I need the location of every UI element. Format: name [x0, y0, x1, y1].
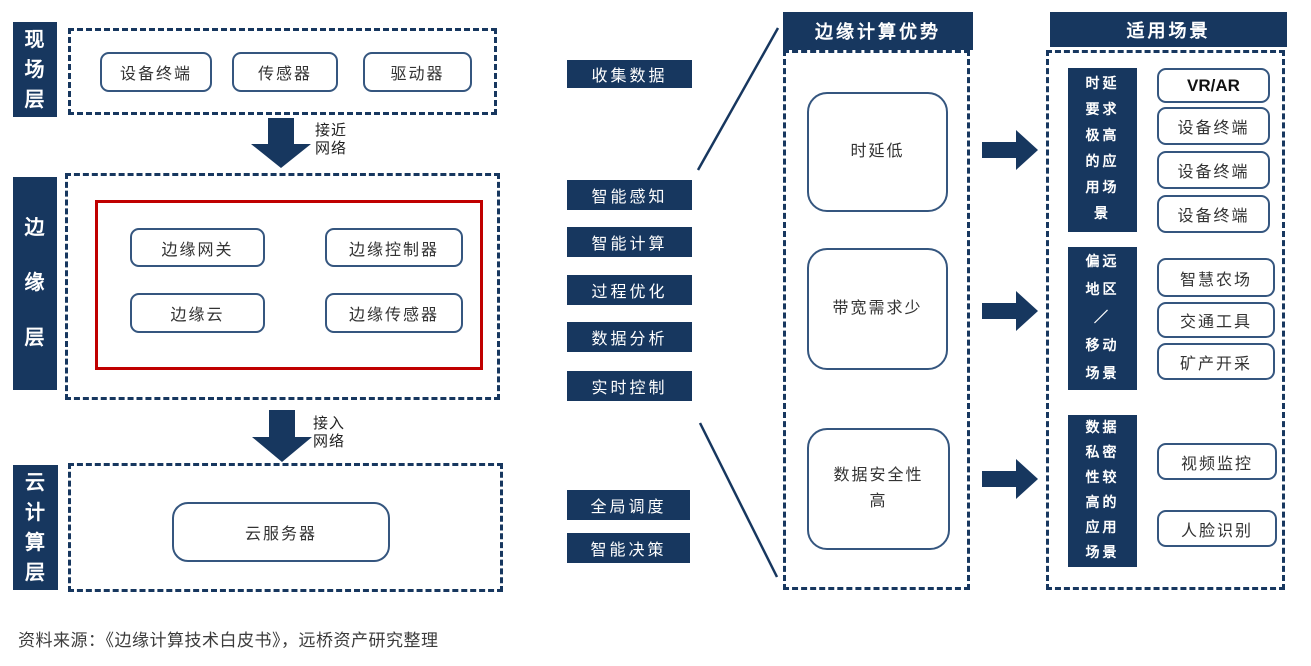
scenario-group-privacy-label: 数据 私密 性较 高的 应用 场景: [1068, 415, 1137, 567]
mining-box: 矿产开采: [1157, 343, 1275, 380]
smart-farm-box: 智慧农场: [1157, 258, 1275, 297]
fn-realtime-control: 实时控制: [567, 371, 692, 401]
right-arrow-icon-2: [982, 291, 1038, 331]
fn-global-scheduling: 全局调度: [567, 490, 690, 520]
device-terminal-scenario-box-1: 设备终端: [1157, 107, 1270, 145]
access-network-label: 接入 网络: [313, 416, 346, 450]
right-arrow-icon-3: [982, 459, 1038, 499]
advantage-low-latency: 时延低: [807, 92, 948, 212]
fn-smart-computing: 智能计算: [567, 227, 692, 257]
scenario-group-latency-label: 时延 要求 极高 的应 用场 景: [1068, 68, 1137, 232]
connector-line-bottom: [698, 422, 779, 578]
vr-ar-box: VR/AR: [1157, 68, 1270, 103]
edge-layer-label: 边 缘 层: [13, 177, 57, 390]
cloud-server-box: 云服务器: [172, 502, 390, 562]
fn-smart-sensing: 智能感知: [567, 180, 692, 210]
field-layer-label: 现 场 层: [13, 22, 57, 117]
cloud-layer-label: 云 计 算 层: [13, 465, 58, 590]
scenarios-box: [1046, 50, 1285, 590]
fn-process-optimization: 过程优化: [567, 275, 692, 305]
device-terminal-scenario-box-3: 设备终端: [1157, 195, 1270, 233]
near-network-label: 接近 网络: [315, 123, 348, 157]
field-layer-box: [68, 28, 497, 115]
cloud-layer-box: [68, 463, 503, 592]
device-terminal-box: 设备终端: [100, 52, 212, 92]
edge-layer-box: [65, 173, 500, 400]
right-arrow-icon-1: [982, 130, 1038, 170]
sensor-box: 传感器: [232, 52, 338, 92]
fn-collect-data: 收集数据: [567, 60, 692, 88]
edge-gateway-box: 边缘网关: [130, 228, 265, 267]
video-surveillance-box: 视频监控: [1157, 443, 1277, 480]
advantage-low-bandwidth: 带宽需求少: [807, 248, 948, 370]
advantage-data-security: 数据安全性 高: [807, 428, 950, 550]
source-note: 资料来源：《边缘计算技术白皮书》，远桥资产研究整理: [18, 631, 439, 650]
advantages-box: [783, 50, 970, 590]
scenario-group-remote-label: 偏远 地区 ／ 移动 场景: [1068, 247, 1137, 390]
edge-sensor-box: 边缘传感器: [325, 293, 463, 333]
advantages-header: 边缘计算优势: [783, 12, 973, 50]
transport-box: 交通工具: [1157, 302, 1275, 338]
fn-data-analysis: 数据分析: [567, 322, 692, 352]
driver-box: 驱动器: [363, 52, 472, 92]
near-network-arrow-icon: [251, 118, 311, 168]
edge-cloud-box: 边缘云: [130, 293, 265, 333]
face-recognition-box: 人脸识别: [1157, 510, 1277, 547]
fn-smart-decision: 智能决策: [567, 533, 690, 563]
connector-line-top: [696, 27, 780, 171]
access-network-arrow-icon: [252, 410, 312, 462]
device-terminal-scenario-box-2: 设备终端: [1157, 151, 1270, 189]
edge-controller-box: 边缘控制器: [325, 228, 463, 267]
scenarios-header: 适用场景: [1050, 12, 1287, 47]
edge-highlight-red-box: [95, 200, 483, 370]
